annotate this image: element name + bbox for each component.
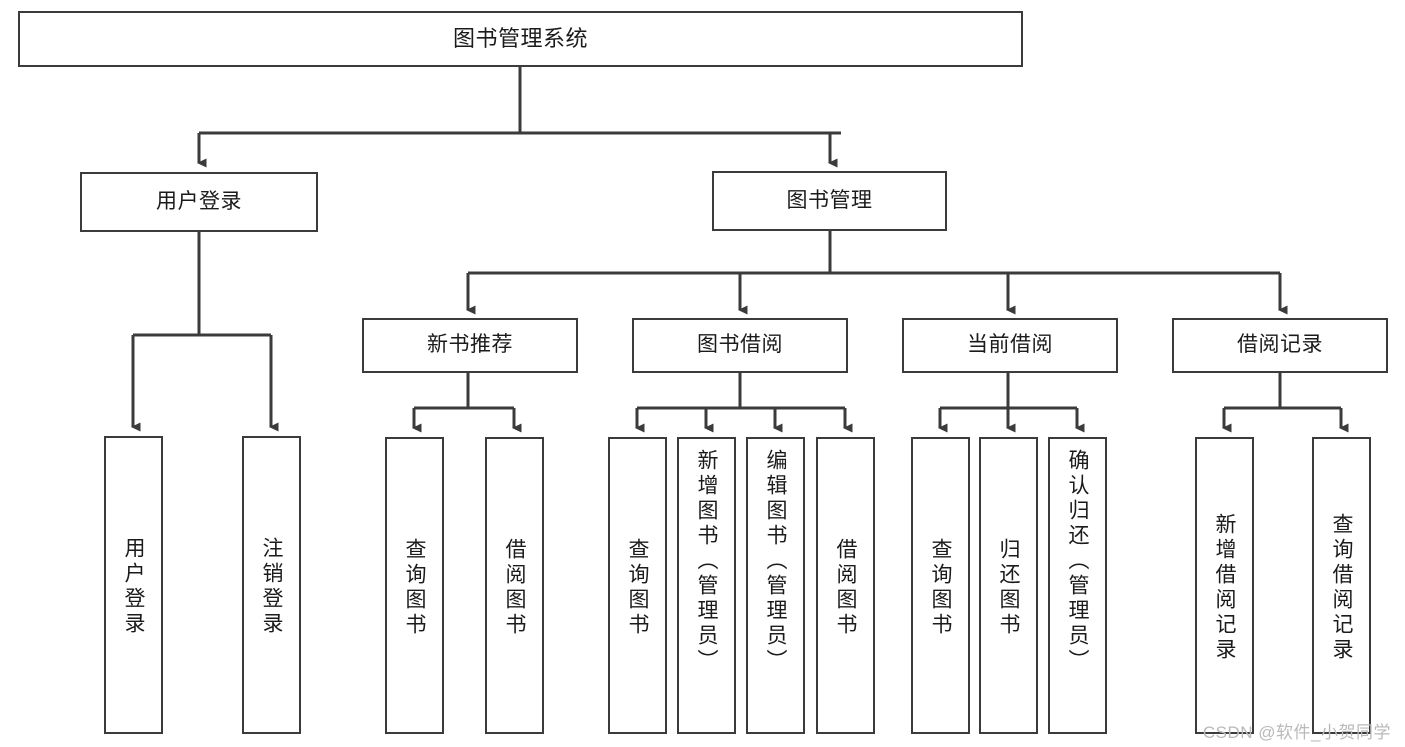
node-label: 借阅图书 [834, 537, 857, 638]
node-label: 查询图书 [929, 537, 952, 638]
leaf-new-book-borrow-book[interactable]: 借阅图书 [485, 437, 544, 734]
node-label: 用户登录 [122, 537, 145, 637]
leaf-user-login-login[interactable]: 用户登录 [104, 436, 163, 734]
leaf-book-borrow-borrow-book[interactable]: 借阅图书 [816, 437, 875, 734]
leaf-user-login-logout[interactable]: 注销登录 [242, 436, 301, 734]
node-label: 图书管理系统 [452, 26, 588, 52]
node-label: 确认归还（管理员） [1066, 449, 1089, 674]
node-label: 当前借阅 [967, 333, 1053, 357]
node-label: 归还图书 [997, 537, 1020, 638]
node-label: 注销登录 [260, 537, 283, 637]
node-book-borrow[interactable]: 图书借阅 [632, 318, 848, 373]
node-book-management[interactable]: 图书管理 [712, 171, 947, 231]
node-new-book-recommend[interactable]: 新书推荐 [362, 318, 578, 373]
node-label: 新书推荐 [427, 333, 513, 357]
leaf-new-book-query-book[interactable]: 查询图书 [385, 437, 444, 734]
leaf-current-borrow-confirm-return-admin[interactable]: 确认归还（管理员） [1048, 437, 1107, 734]
csdn-watermark: CSDN @软件_小贺同学 [1202, 723, 1391, 742]
node-current-borrow[interactable]: 当前借阅 [902, 318, 1118, 373]
node-label: 查询借阅记录 [1330, 512, 1353, 663]
node-borrow-record[interactable]: 借阅记录 [1172, 318, 1388, 373]
leaf-borrow-record-add-record[interactable]: 新增借阅记录 [1195, 437, 1254, 734]
leaf-current-borrow-query-book[interactable]: 查询图书 [911, 437, 970, 734]
leaf-current-borrow-return-book[interactable]: 归还图书 [979, 437, 1038, 734]
leaf-book-borrow-edit-book-admin[interactable]: 编辑图书（管理员） [746, 437, 805, 734]
node-label: 借阅图书 [503, 537, 526, 638]
node-label: 图书借阅 [697, 333, 783, 357]
leaf-book-borrow-query-book[interactable]: 查询图书 [608, 437, 667, 734]
node-label: 新增借阅记录 [1213, 512, 1236, 663]
node-label: 查询图书 [403, 537, 426, 638]
node-user-login[interactable]: 用户登录 [80, 172, 318, 232]
node-label: 查询图书 [626, 537, 649, 638]
leaf-borrow-record-query-record[interactable]: 查询借阅记录 [1312, 437, 1371, 734]
node-label: 图书管理 [786, 188, 873, 212]
node-label: 新增图书（管理员） [695, 449, 718, 674]
node-label: 用户登录 [156, 189, 242, 213]
leaf-book-borrow-add-book-admin[interactable]: 新增图书（管理员） [677, 437, 736, 734]
node-root-system[interactable]: 图书管理系统 [18, 11, 1023, 67]
node-label: 借阅记录 [1237, 333, 1323, 357]
node-label: 编辑图书（管理员） [764, 449, 787, 674]
